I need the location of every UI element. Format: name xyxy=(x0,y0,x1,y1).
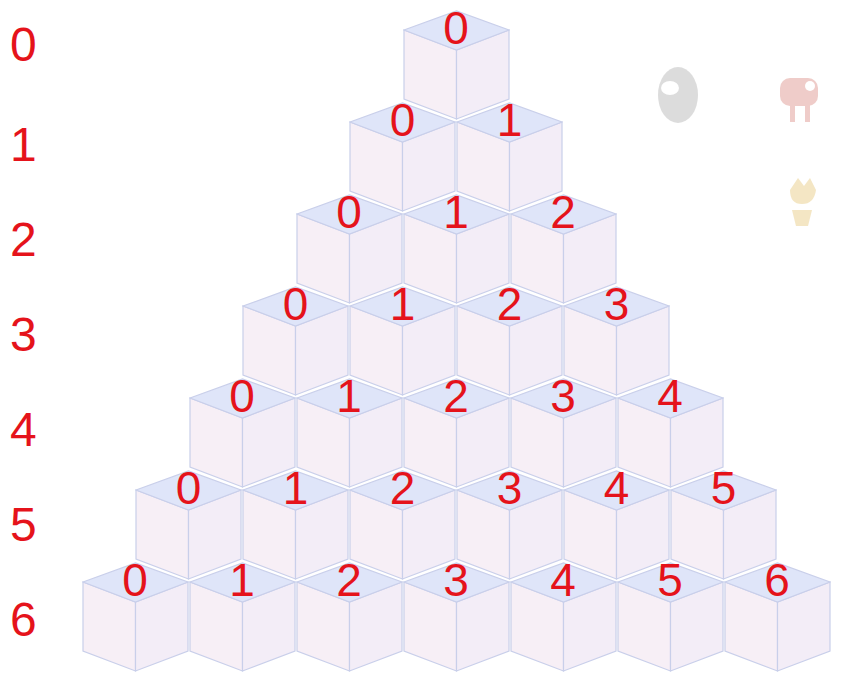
number-cube: 1 xyxy=(456,102,563,212)
cube-number: 2 xyxy=(349,465,456,511)
number-cube: 1 xyxy=(403,194,510,304)
row-number: 4 xyxy=(10,406,70,454)
number-cube: 0 xyxy=(296,194,403,304)
cube-number: 3 xyxy=(510,373,617,419)
cube-number: 5 xyxy=(670,465,777,511)
cube-number: 5 xyxy=(617,557,724,603)
ghost-icon xyxy=(658,67,818,226)
number-cube: 0 xyxy=(403,10,510,120)
row-number: 6 xyxy=(10,596,70,644)
cube-number: 2 xyxy=(296,557,403,603)
number-cube: 5 xyxy=(670,470,777,580)
cube-number: 4 xyxy=(617,373,724,419)
number-cube: 2 xyxy=(403,378,510,488)
cube-number: 0 xyxy=(189,373,296,419)
cube-number: 3 xyxy=(403,557,510,603)
row-number: 0 xyxy=(10,21,70,69)
cube-number: 0 xyxy=(403,5,510,51)
number-cube: 1 xyxy=(296,378,403,488)
number-cube: 1 xyxy=(189,562,296,672)
cube-number: 1 xyxy=(242,465,349,511)
number-cube: 4 xyxy=(617,378,724,488)
number-cube: 1 xyxy=(349,286,456,396)
number-cube: 6 xyxy=(724,562,831,672)
row-number: 3 xyxy=(10,311,70,359)
cube-number: 3 xyxy=(563,281,670,327)
number-cube: 0 xyxy=(242,286,349,396)
cube-number: 0 xyxy=(296,189,403,235)
cube-number: 6 xyxy=(724,557,831,603)
row-number: 5 xyxy=(10,501,70,549)
number-cube: 2 xyxy=(349,470,456,580)
number-cube: 5 xyxy=(617,562,724,672)
number-cube: 4 xyxy=(563,470,670,580)
cube-number: 1 xyxy=(403,189,510,235)
row-number: 1 xyxy=(10,121,70,169)
cube-number: 1 xyxy=(456,97,563,143)
number-cube: 0 xyxy=(349,102,456,212)
cube-number: 3 xyxy=(456,465,563,511)
number-cube: 3 xyxy=(563,286,670,396)
number-cube: 3 xyxy=(403,562,510,672)
cube-number: 0 xyxy=(349,97,456,143)
number-cube: 3 xyxy=(510,378,617,488)
row-number: 2 xyxy=(10,216,70,264)
cube-number: 2 xyxy=(403,373,510,419)
number-cube: 0 xyxy=(82,562,189,672)
cube-number: 4 xyxy=(563,465,670,511)
cube-number: 1 xyxy=(349,281,456,327)
number-cube: 0 xyxy=(135,470,242,580)
number-cube: 3 xyxy=(456,470,563,580)
number-cube: 2 xyxy=(456,286,563,396)
number-cube: 2 xyxy=(510,194,617,304)
cube-number: 2 xyxy=(510,189,617,235)
number-cube: 1 xyxy=(242,470,349,580)
cube-number: 0 xyxy=(82,557,189,603)
cube-number: 1 xyxy=(189,557,296,603)
cube-number: 2 xyxy=(456,281,563,327)
number-cube: 4 xyxy=(510,562,617,672)
number-cube: 2 xyxy=(296,562,403,672)
cube-number: 1 xyxy=(296,373,403,419)
cube-number: 0 xyxy=(135,465,242,511)
cube-number: 4 xyxy=(510,557,617,603)
cube-number: 0 xyxy=(242,281,349,327)
number-cube: 0 xyxy=(189,378,296,488)
